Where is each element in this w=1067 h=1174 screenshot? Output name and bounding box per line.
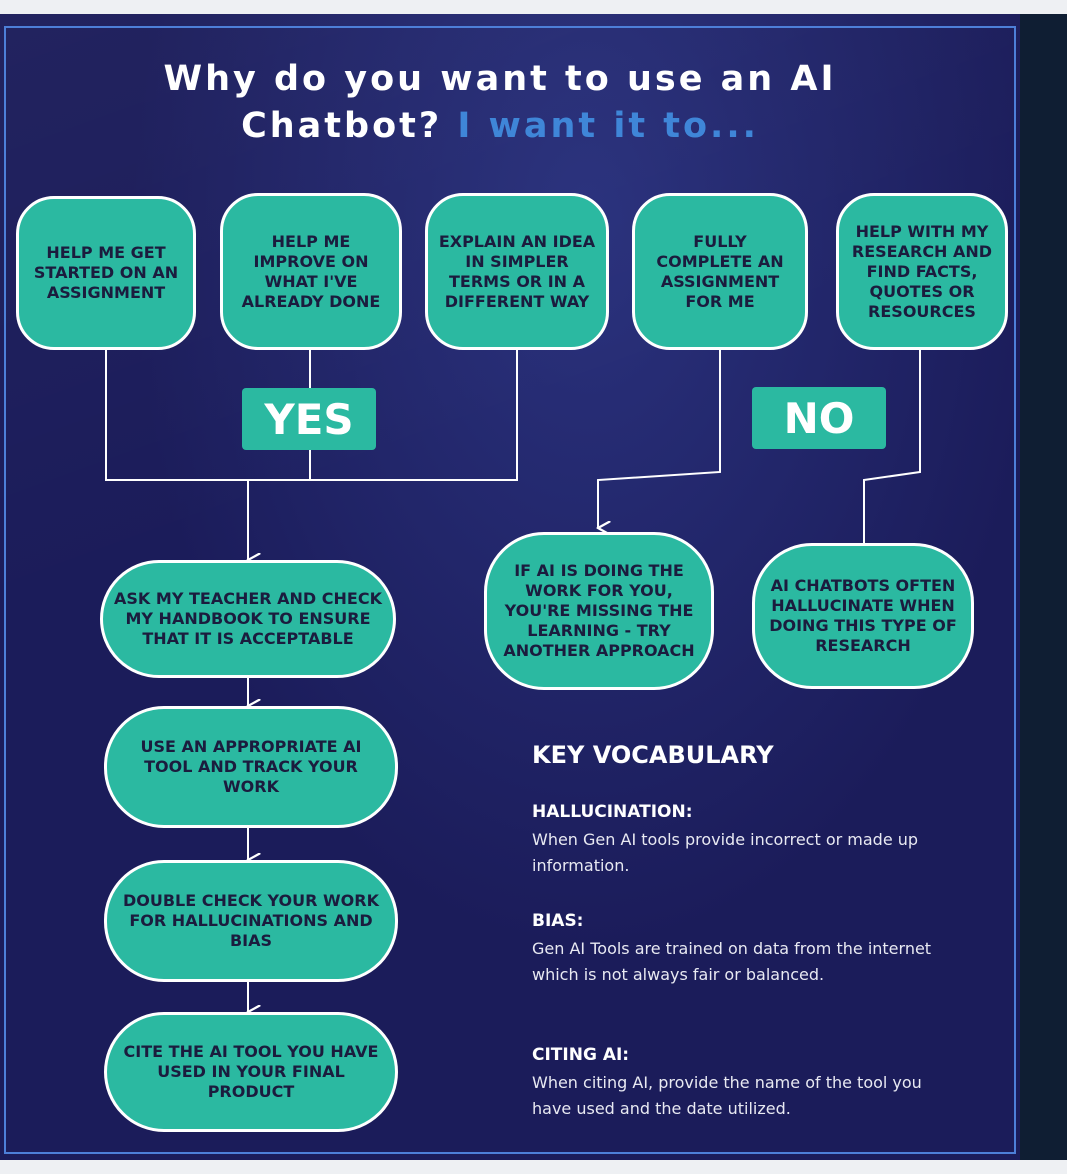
connector-option3 [248,348,518,481]
title-line-2-main: Chatbot? [241,106,443,146]
option-get-started: HELP ME GET STARTED ON AN ASSIGNMENT [16,196,196,350]
vocab-definition-bias: Gen AI Tools are trained on data from th… [532,939,932,984]
vocab-term-hallucination: HALLUCINATION: [532,802,693,822]
vocab-term-citing-ai: CITING AI: [532,1045,630,1065]
vocab-definition-citing-ai: When citing AI, provide the name of the … [532,1073,922,1118]
no-badge: NO [752,387,886,449]
outcome-hallucinate: AI CHATBOTS OFTEN HALLUCINATE WHEN DOING… [752,543,974,689]
option-explain-idea: EXPLAIN AN IDEA IN SIMPLER TERMS OR IN A… [425,193,609,350]
step-ask-teacher: ASK MY TEACHER AND CHECK MY HANDBOOK TO … [100,560,396,678]
step-use-ai-tool: USE AN APPROPRIATE AI TOOL AND TRACK YOU… [104,706,398,828]
page-title: Why do you want to use an AI Chatbot? I … [40,56,960,150]
side-strip [1020,14,1067,1160]
option-complete-assignment: FULLY COMPLETE AN ASSIGNMENT FOR ME [632,193,808,350]
title-line-2: Chatbot? I want it to... [40,103,960,150]
vocab-term-bias: BIAS: [532,911,584,931]
outcome-missing-learning: IF AI IS DOING THE WORK FOR YOU, YOU'RE … [484,532,714,690]
yes-badge: YES [242,388,376,450]
poster-frame [4,26,1016,1154]
connector-option4 [598,348,721,528]
vocabulary-heading: KEY VOCABULARY [532,741,774,769]
vocab-definition-hallucination: When Gen AI tools provide incorrect or m… [532,830,919,875]
title-line-1: Why do you want to use an AI [163,59,837,99]
option-research: HELP WITH MY RESEARCH AND FIND FACTS, QU… [836,193,1008,350]
title-line-2-accent: I want it to... [457,106,759,146]
connector-option1 [105,348,248,481]
connector-option5 [863,348,921,543]
option-improve-work: HELP ME IMPROVE ON WHAT I'VE ALREADY DON… [220,193,402,350]
step-double-check: DOUBLE CHECK YOUR WORK FOR HALLUCINATION… [104,860,398,982]
step-cite-tool: CITE THE AI TOOL YOU HAVE USED IN YOUR F… [104,1012,398,1132]
